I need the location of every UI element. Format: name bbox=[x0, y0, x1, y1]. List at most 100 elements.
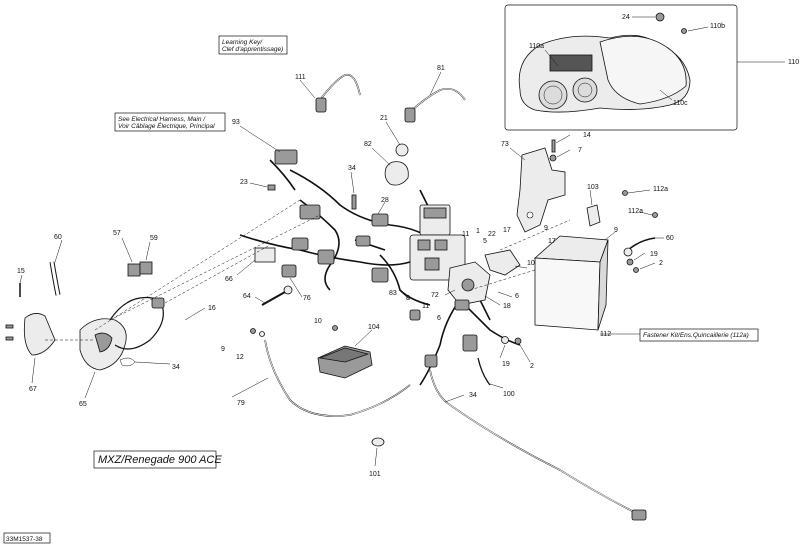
nut-19 bbox=[626, 258, 634, 266]
block-59 bbox=[139, 261, 153, 275]
relay-box-28 bbox=[409, 204, 466, 281]
callout-15: 15 bbox=[17, 268, 25, 275]
callout-59: 59 bbox=[150, 235, 158, 242]
gauge-cluster-inset bbox=[504, 4, 785, 131]
callout-72: 72 bbox=[431, 292, 439, 299]
callout-6a: 6 bbox=[515, 293, 519, 300]
callout-82: 82 bbox=[364, 141, 372, 148]
connector-c bbox=[355, 235, 371, 247]
screw-24 bbox=[655, 12, 665, 22]
callout-110c: 110c bbox=[673, 100, 688, 107]
callout-19b: 19 bbox=[502, 361, 510, 368]
callout-22: 22 bbox=[488, 231, 496, 238]
callout-34a: 34 bbox=[348, 165, 356, 172]
note-see-harness-line1: See Electrical Harness, Main / bbox=[118, 116, 206, 123]
connector-76 bbox=[281, 264, 297, 278]
callout-100: 100 bbox=[503, 391, 515, 398]
callout-7: 7 bbox=[578, 147, 582, 154]
note-see-harness: See Electrical Harness, Main / Voir Câbl… bbox=[114, 112, 226, 132]
callout-64: 64 bbox=[243, 293, 251, 300]
callout-18: 18 bbox=[503, 303, 511, 310]
callout-28: 28 bbox=[381, 197, 389, 204]
harness-81 bbox=[409, 87, 466, 113]
mount-67 bbox=[23, 313, 56, 356]
hose-100 bbox=[477, 357, 491, 386]
callout-17a: 17 bbox=[503, 227, 511, 234]
nut-19-b bbox=[501, 336, 509, 344]
callout-9a: 9 bbox=[544, 225, 548, 232]
nut-7 bbox=[549, 154, 557, 162]
callout-76: 76 bbox=[303, 295, 311, 302]
model-label: MXZ/Renegade 900 ACE bbox=[98, 454, 222, 466]
reference-lines bbox=[45, 199, 571, 341]
callout-9c: 9 bbox=[221, 346, 225, 353]
block-57 bbox=[127, 263, 141, 277]
callout-14: 14 bbox=[583, 132, 591, 139]
misc-parts bbox=[5, 73, 658, 521]
connector-g bbox=[424, 354, 438, 368]
ref-code: 33M1537-38 bbox=[6, 536, 43, 543]
callout-112: 112 bbox=[600, 331, 611, 338]
callout-111: 111 bbox=[295, 74, 306, 81]
callout-21: 21 bbox=[380, 115, 388, 122]
sensor-82 bbox=[384, 161, 409, 186]
connector-f bbox=[371, 267, 389, 283]
connector-93 bbox=[274, 149, 298, 165]
battery-112 bbox=[534, 235, 609, 331]
callout-2a: 2 bbox=[659, 260, 663, 267]
callout-34b: 34 bbox=[172, 364, 180, 371]
screw-110b bbox=[681, 28, 687, 34]
leader-lines bbox=[19, 71, 664, 467]
note-learning-key: Learning Key/ Clef d'apprentissage) bbox=[218, 35, 288, 55]
note-learning-key-line2: Clef d'apprentissage) bbox=[222, 46, 283, 53]
callout-110: 110 bbox=[788, 59, 799, 66]
callout-24: 24 bbox=[622, 14, 630, 21]
callout-67: 67 bbox=[29, 386, 37, 393]
cable-loop bbox=[109, 296, 164, 350]
ref-code-box: 33M1537-38 bbox=[3, 532, 51, 544]
grommet-21 bbox=[395, 143, 409, 157]
main-harness bbox=[239, 149, 521, 386]
note-see-harness-line2: Voir Câblage Électrique, Principal bbox=[118, 121, 215, 130]
cluster-bezel-110c bbox=[599, 35, 687, 105]
tachometer-dial bbox=[572, 77, 598, 103]
callout-110b: 110b bbox=[710, 23, 725, 30]
callout-60-right: 60 bbox=[666, 235, 674, 242]
clip-23 bbox=[267, 184, 276, 191]
note-fastener-kit: Fastener Kit/Ens.Quincaillerie (112a) bbox=[639, 328, 759, 342]
callout-5: 5 bbox=[483, 238, 487, 245]
module-group bbox=[447, 249, 521, 352]
callout-labels: 24 110b 110a 110 110c 111 81 93 21 82 34… bbox=[17, 14, 799, 478]
callout-23: 23 bbox=[240, 179, 248, 186]
callout-2b: 2 bbox=[530, 363, 534, 370]
callout-34c: 34 bbox=[469, 392, 477, 399]
callout-17b: 17 bbox=[548, 238, 556, 245]
connector-h bbox=[409, 309, 421, 321]
callout-66: 66 bbox=[225, 276, 233, 283]
connector-d bbox=[317, 249, 335, 265]
connector-b bbox=[371, 213, 389, 227]
note-fastener-kit-text: Fastener Kit/Ens.Quincaillerie (112a) bbox=[643, 332, 749, 339]
model-label-box: MXZ/Renegade 900 ACE bbox=[93, 450, 222, 469]
callout-12: 12 bbox=[236, 354, 244, 361]
connector-e bbox=[291, 237, 309, 251]
sensor-64 bbox=[261, 291, 286, 306]
tie-34 bbox=[351, 194, 357, 210]
washer-2 bbox=[633, 267, 639, 273]
callout-93: 93 bbox=[232, 119, 240, 126]
screw-112a-b bbox=[652, 212, 658, 218]
callout-60-left: 60 bbox=[54, 234, 62, 241]
callout-79: 79 bbox=[237, 400, 245, 407]
callout-65: 65 bbox=[79, 401, 87, 408]
callout-1: 1 bbox=[476, 228, 480, 235]
connector-a bbox=[299, 204, 321, 220]
callout-101: 101 bbox=[369, 471, 381, 478]
callout-10b: 10 bbox=[314, 318, 322, 325]
plug-101 bbox=[371, 437, 385, 447]
callout-112a-mid: 112a bbox=[628, 208, 643, 215]
callout-19a: 19 bbox=[650, 251, 658, 258]
callout-110a: 110a bbox=[529, 43, 544, 50]
bracket-73 bbox=[516, 147, 566, 233]
speedometer-dial bbox=[538, 80, 568, 110]
callout-10a: 10 bbox=[527, 260, 535, 267]
